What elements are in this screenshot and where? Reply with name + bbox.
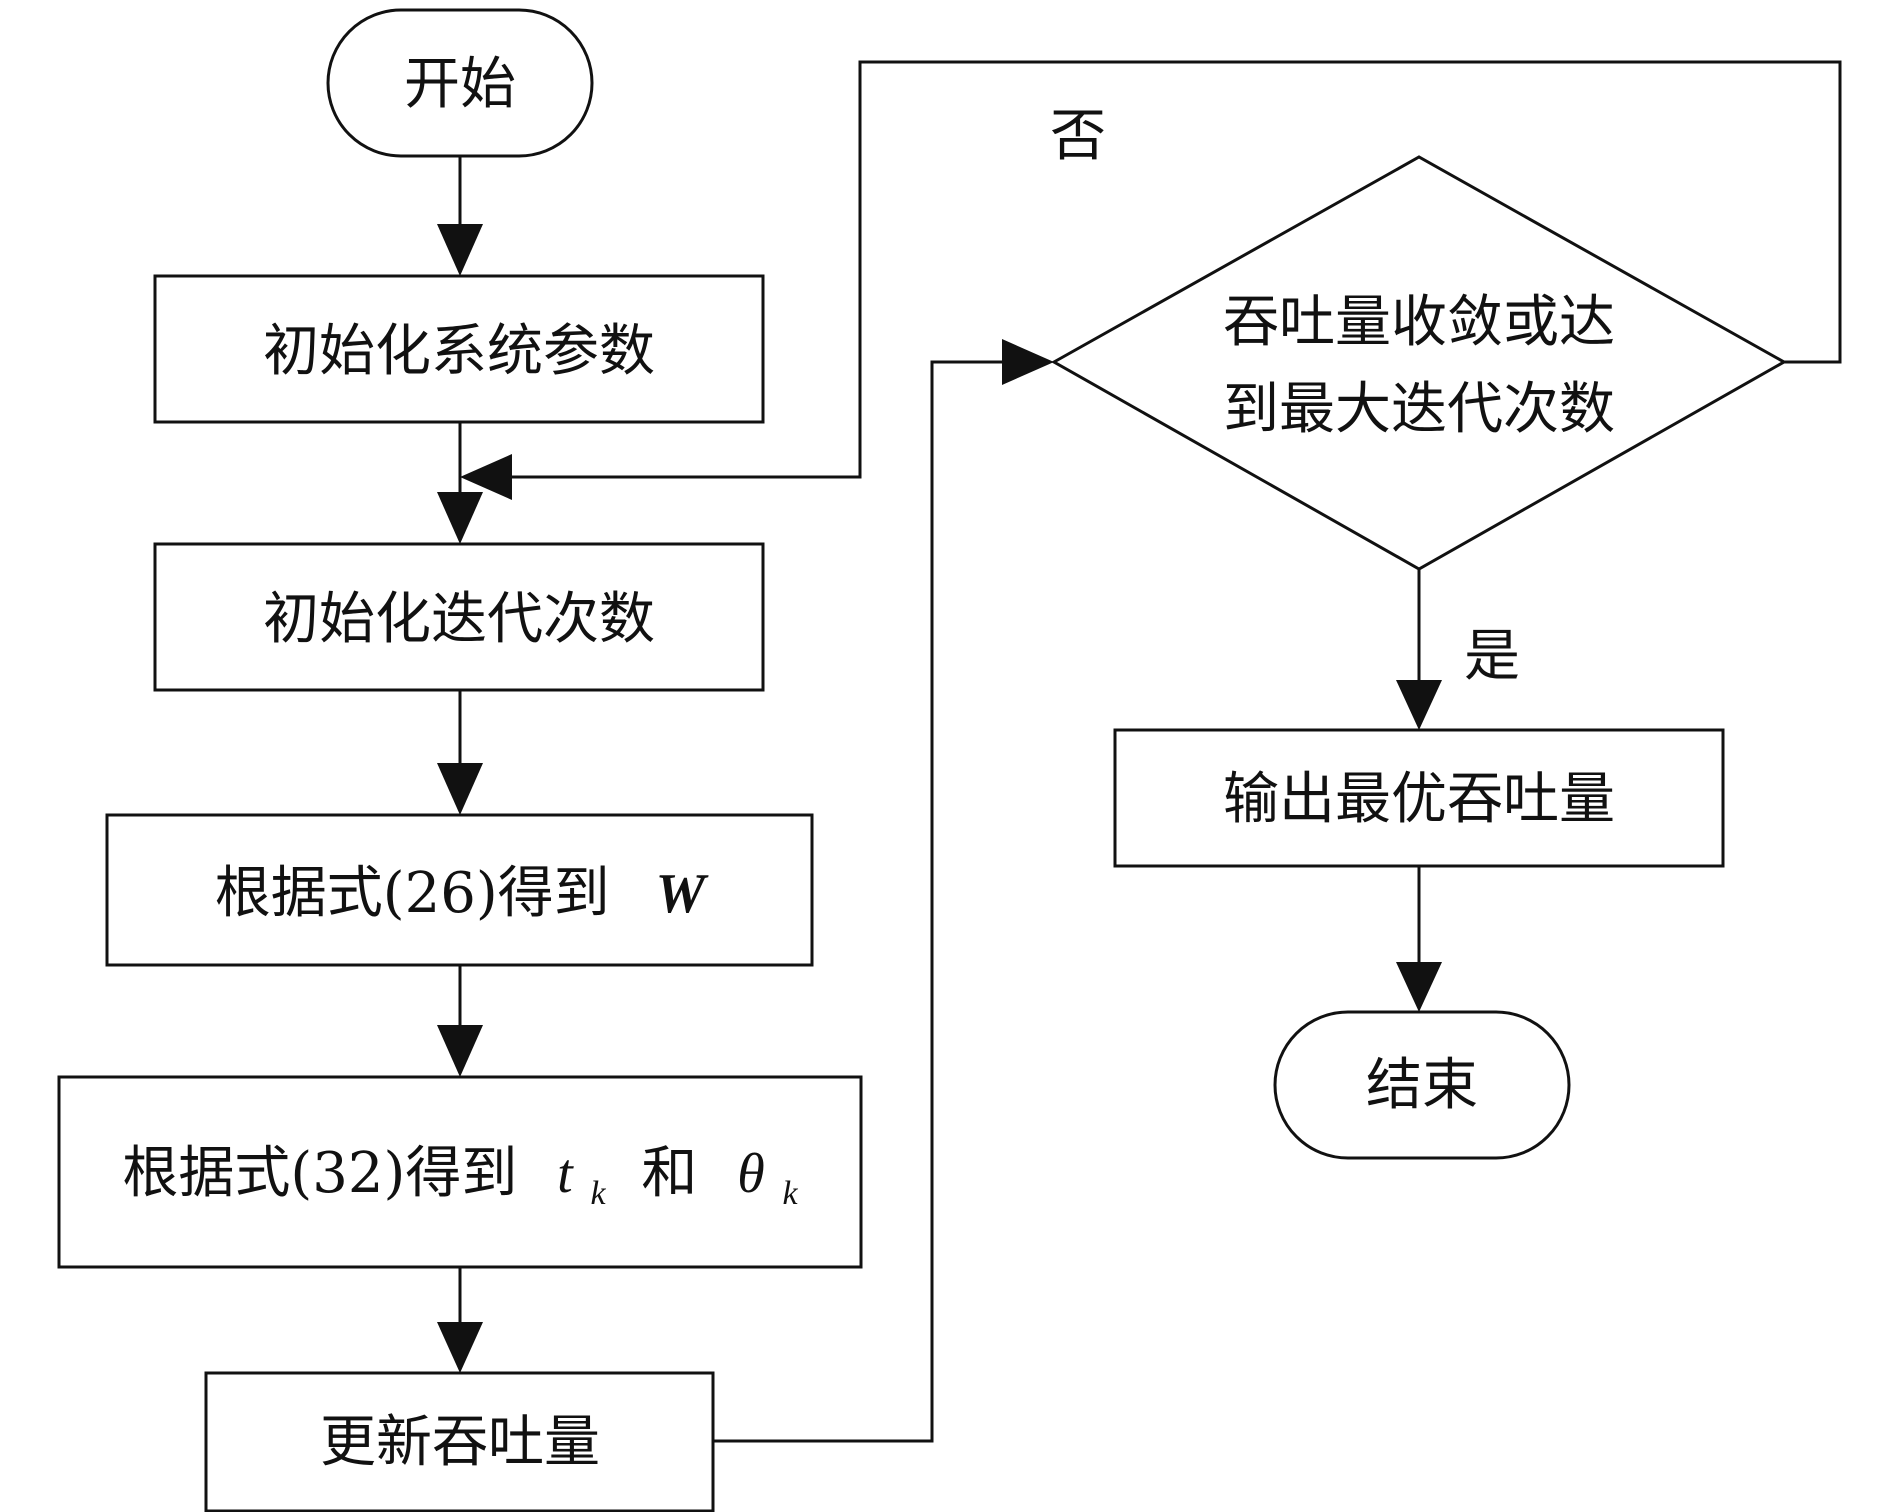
arrowhead-to-get-w [437, 763, 483, 815]
start-label: 开始 [404, 52, 516, 117]
arrowhead-loop-return [460, 454, 512, 500]
get-w-symbol: W [655, 863, 709, 925]
decision-diamond [1050, 155, 1788, 571]
conjunction: 和 [641, 1141, 697, 1206]
yes-edge-label: 是 [1464, 624, 1520, 689]
edge-update-decision [713, 360, 1002, 1443]
init-params-label: 初始化系统参数 [263, 319, 655, 384]
arrowhead-to-decision [1002, 339, 1054, 385]
arrowhead-to-update [437, 1322, 483, 1373]
t-subscript: k [591, 1175, 607, 1212]
end-terminal [1273, 1010, 1571, 1160]
theta-subscript: k [783, 1175, 799, 1212]
output-label: 输出最优吞吐量 [1223, 767, 1615, 832]
arrowhead-to-get-t-theta [437, 1025, 483, 1077]
arrowhead-to-init-params [437, 224, 483, 276]
init-iter-label: 初始化迭代次数 [263, 587, 655, 652]
t-symbol: t [557, 1143, 574, 1205]
arrowhead-to-end [1396, 962, 1442, 1012]
no-edge-label: 否 [1050, 104, 1106, 169]
decision-line1: 吞吐量收敛或达 [1223, 290, 1615, 355]
get-w-prefix: 根据式(26)得到 [215, 861, 610, 926]
get-t-theta-prefix: 根据式(32)得到 [122, 1141, 517, 1206]
theta-symbol: θ [737, 1143, 765, 1205]
get-t-theta-label: 根据式(32)得到 t k 和 θ k [122, 1141, 798, 1218]
edge-decision-no-loop [512, 60, 1842, 479]
get-w-label: 根据式(26)得到 W [215, 861, 710, 926]
decision-line2: 到最大迭代次数 [1223, 377, 1615, 442]
update-label: 更新吞吐量 [320, 1410, 600, 1475]
arrowhead-to-init-iter [437, 492, 483, 544]
end-label: 结束 [1366, 1053, 1478, 1118]
arrowhead-to-output [1396, 680, 1442, 730]
